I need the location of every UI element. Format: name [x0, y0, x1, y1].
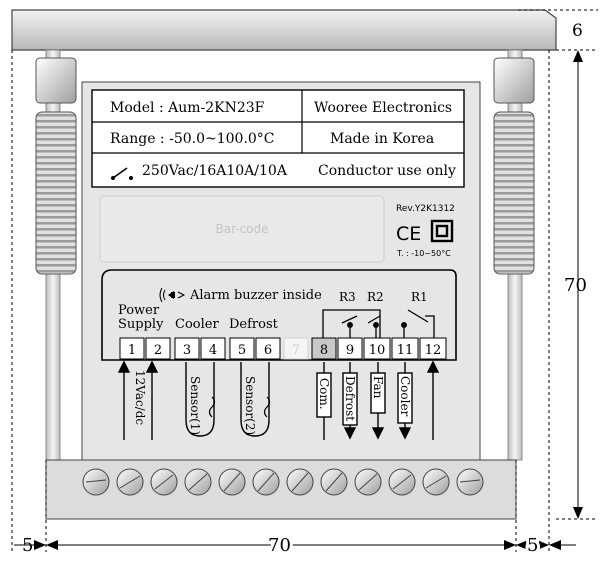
- sensor2-probe-icon: [263, 396, 271, 418]
- terminal-3: 3: [183, 343, 191, 358]
- terminal-8: 8: [320, 343, 328, 358]
- switch-icon: [111, 167, 133, 180]
- spec-label-table: [91, 89, 465, 188]
- barcode-area: [99, 195, 385, 263]
- model-text: Model : Aum-2KN23F: [110, 100, 265, 116]
- terminal-4: 4: [209, 343, 217, 358]
- sensor1-probe-icon: [208, 396, 216, 418]
- terminal-7: 7: [292, 343, 300, 358]
- rating-text: 250Vac/16A10A/10A: [142, 163, 288, 179]
- brand-text: Wooree Electronics: [314, 100, 452, 116]
- sensor1-label: Sensor(1): [188, 376, 202, 435]
- relay-label-r2: R2: [367, 290, 384, 304]
- cooler-group-label: Cooler: [175, 317, 219, 332]
- terminal-5: 5: [238, 343, 246, 358]
- power-supply-label-line1: Power: [118, 303, 160, 318]
- terminal-11: 11: [397, 343, 414, 358]
- wiring-lines: [117, 360, 440, 440]
- terminal-6: 6: [264, 343, 272, 358]
- range-text: Range : -50.0~100.0°C: [110, 131, 275, 147]
- left-mounting-clip: [35, 57, 77, 275]
- alarm-text: Alarm buzzer inside: [189, 288, 322, 303]
- terminal-12: 12: [425, 343, 442, 358]
- right-mounting-clip: [493, 57, 535, 275]
- terminal-row: [119, 337, 447, 360]
- revision-text: Rev.Y2K1312: [396, 204, 455, 214]
- note-text: Conductor use only: [318, 163, 456, 179]
- dim-width: 70: [268, 535, 291, 556]
- supply-voltage-label: 12Vac/dc: [133, 370, 147, 425]
- wiring-frame: [101, 269, 457, 361]
- terminal-1: 1: [128, 343, 136, 358]
- defrost-output-label: Defrost: [343, 376, 357, 421]
- cooler-output-label: Cooler: [398, 376, 412, 417]
- terminal-2: 2: [154, 343, 162, 358]
- dim-left-margin: 5: [22, 535, 33, 556]
- relay-contacts: [322, 309, 435, 338]
- power-supply-label-line2: Supply: [118, 317, 164, 332]
- com-label: Com.: [317, 378, 331, 410]
- dim-height: 70: [564, 275, 587, 296]
- terminal-10: 10: [369, 343, 386, 358]
- sensor2-label: Sensor(2): [243, 376, 257, 435]
- double-insulation-icon: [430, 219, 454, 243]
- temp-range-text: T. : -10~50°C: [396, 249, 451, 258]
- defrost-group-label: Defrost: [229, 317, 279, 332]
- dim-right-margin: 5: [527, 535, 538, 556]
- dimension-arrows: [34, 50, 583, 550]
- terminal-screws: [82, 468, 484, 496]
- origin-text: Made in Korea: [330, 131, 434, 147]
- top-bar: [11, 9, 557, 51]
- dimension-lines: [11, 9, 598, 552]
- relay-label-r3: R3: [339, 290, 356, 304]
- relay-label-r1: R1: [411, 290, 428, 304]
- terminal-9: 9: [346, 343, 354, 358]
- ce-mark: CE: [396, 223, 421, 245]
- dim-top-thickness: 6: [572, 21, 583, 41]
- fan-output-label: Fan: [371, 376, 385, 399]
- barcode-placeholder: Bar-code: [215, 222, 268, 236]
- buzzer-icon: [159, 287, 186, 303]
